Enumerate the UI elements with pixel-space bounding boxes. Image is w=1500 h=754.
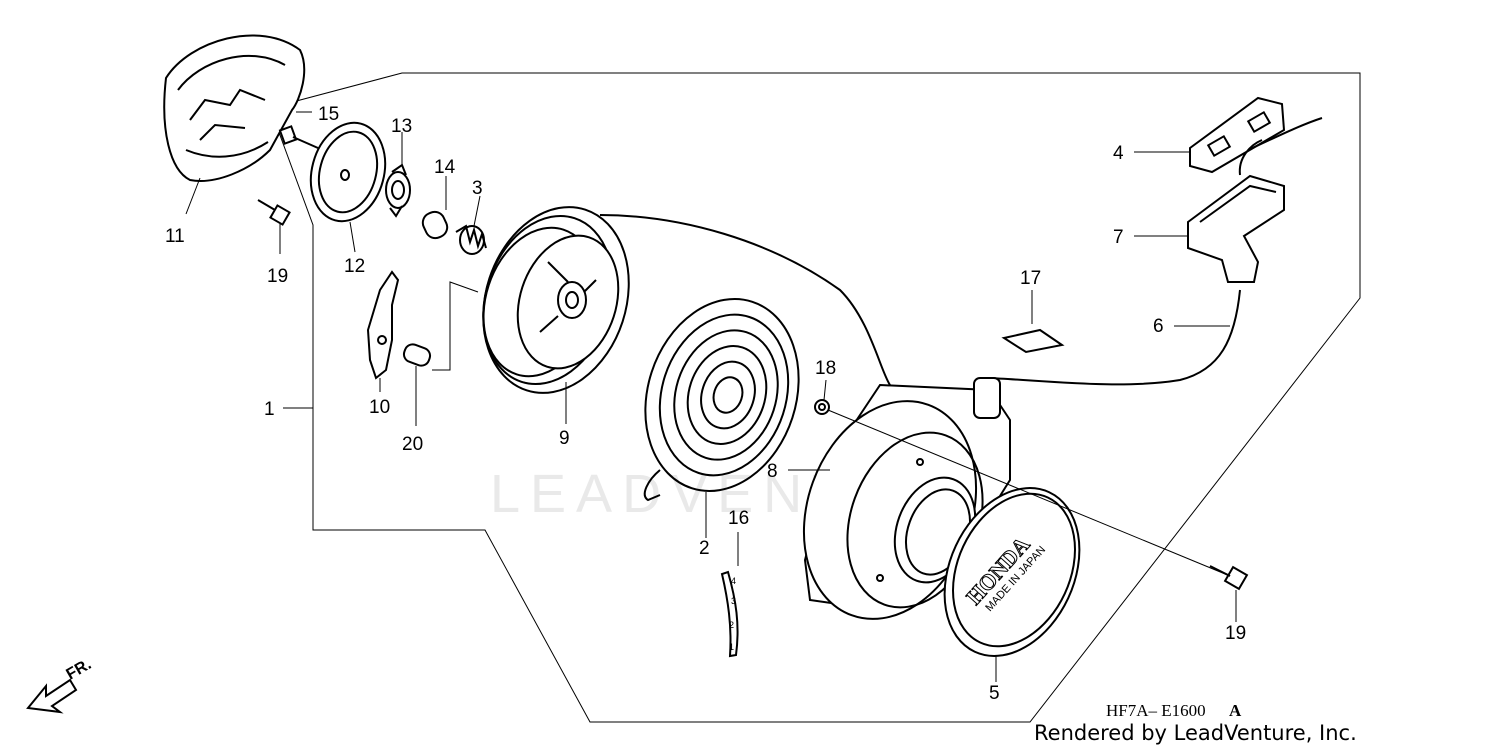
part-19-bolt-left [257, 199, 291, 226]
assembly-outline [269, 72, 1361, 723]
render-credit: Rendered by LeadVenture, Inc. [1034, 721, 1357, 745]
part-10-ratchet [366, 270, 400, 380]
callout-15: 15 [318, 104, 339, 125]
part-20-pin [402, 343, 432, 367]
callout-labels: 11 15 13 14 3 12 19 1 10 20 9 2 16 18 8 … [165, 104, 1246, 704]
callout-17: 17 [1020, 268, 1041, 289]
callout-18: 18 [815, 358, 836, 379]
callout-5: 5 [989, 683, 1000, 704]
callout-12: 12 [344, 256, 365, 277]
part-14-collar [421, 210, 449, 240]
part-12-plate [309, 121, 387, 223]
callout-19-left: 19 [267, 266, 288, 287]
callout-8: 8 [767, 461, 778, 482]
callout-14: 14 [434, 157, 456, 178]
diagram-code-suffix: A [1229, 701, 1242, 720]
diagram-code: HF7A– E1600 [1106, 701, 1206, 720]
svg-text:1: 1 [729, 642, 734, 652]
part-13-ratchet-guide [385, 163, 411, 218]
callout-20: 20 [402, 434, 423, 455]
callout-11: 11 [165, 226, 185, 247]
part-2-recoil-spring [643, 298, 800, 502]
front-direction-arrow: FR. [26, 656, 95, 714]
svg-text:2: 2 [729, 620, 734, 630]
part-3-spring [455, 224, 487, 255]
callout-2: 2 [699, 538, 710, 559]
callout-3: 3 [472, 178, 483, 199]
svg-text:4: 4 [731, 576, 736, 586]
callout-6: 6 [1153, 316, 1164, 337]
svg-text:3: 3 [731, 596, 736, 606]
callout-7: 7 [1113, 227, 1124, 248]
part-7-handle [1187, 139, 1285, 283]
part-5-cover: HONDA MADE IN JAPAN [943, 487, 1081, 657]
part-18-nut [814, 399, 830, 415]
part-17-sticker [1001, 328, 1065, 354]
part-15-bolt [278, 125, 319, 149]
callout-19-right: 19 [1225, 623, 1246, 644]
leader-lines [185, 111, 1237, 682]
callout-13: 13 [391, 116, 412, 137]
callout-4: 4 [1113, 143, 1124, 164]
part-11-guard [163, 34, 306, 182]
direction-label: FR. [64, 656, 95, 684]
part-16-decal: 4 3 2 1 [720, 570, 739, 658]
callout-9: 9 [559, 428, 570, 449]
part-9-reel-pulley [482, 206, 630, 394]
callout-10: 10 [369, 397, 390, 418]
callout-1: 1 [264, 399, 275, 420]
part-4-grip [1189, 96, 1323, 174]
starter-rope [599, 214, 891, 386]
part-19-bolt-right [1209, 565, 1249, 591]
callout-16: 16 [728, 508, 749, 529]
